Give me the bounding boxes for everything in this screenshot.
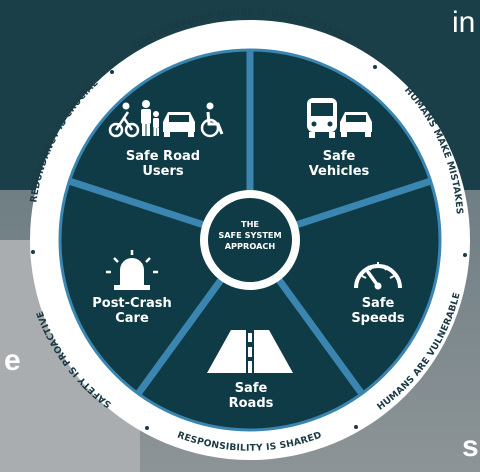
segment-post-crash-care: Post-Crash Care [92, 250, 172, 326]
bg-fragment-left: e [4, 344, 21, 377]
people-vehicles-icon [108, 100, 224, 138]
segment-label-speeds-line-1: Safe [362, 296, 395, 311]
ring-separator-dots [31, 65, 467, 430]
segment-label-roads-line-1: Safe [235, 381, 268, 396]
center-label-line-3: APPROACH [225, 241, 276, 251]
center-label-line-1: THE [241, 219, 259, 229]
segment-label-vehicles-line-1: Safe [323, 149, 356, 164]
speedometer-icon [354, 262, 402, 290]
segment-label-speeds-line-2: Speeds [351, 311, 405, 326]
segment-label-users-line-2: Users [142, 164, 184, 179]
bg-fragment-top-right: in [452, 6, 475, 39]
segment-safe-road-users: Safe Road Users [108, 100, 224, 179]
segment-label-roads-line-2: Roads [229, 396, 274, 411]
segment-safe-speeds: Safe Speeds [351, 262, 405, 326]
bus-car-icon [307, 98, 372, 138]
center-hub [208, 198, 292, 282]
segment-label-vehicles-line-2: Vehicles [309, 164, 370, 179]
segment-label-users-line-1: Safe Road [126, 149, 200, 164]
center-label-line-2: SAFE SYSTEM [218, 230, 281, 240]
road-icon [207, 330, 293, 373]
segment-label-postcrash-line-2: Care [115, 311, 149, 326]
segment-safe-roads: Safe Roads [207, 330, 293, 411]
siren-icon [106, 250, 158, 290]
segment-label-postcrash-line-1: Post-Crash [92, 296, 172, 311]
bg-fragment-bottom-right: s [462, 430, 479, 463]
segment-safe-vehicles: Safe Vehicles [307, 98, 372, 179]
wheel-rim [58, 48, 442, 432]
